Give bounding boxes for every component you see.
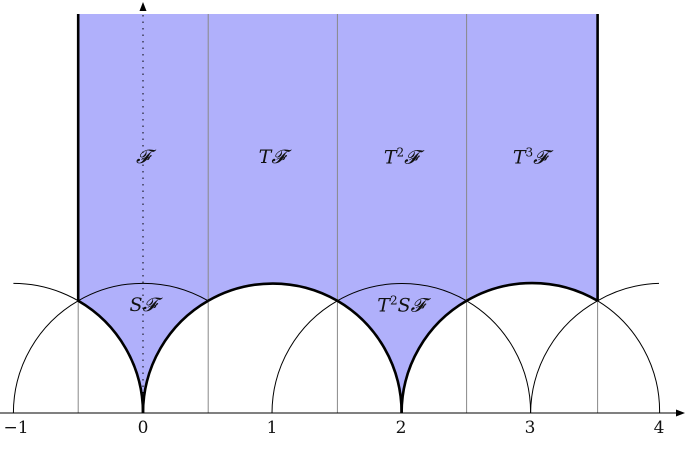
region-label-T3F: T3𝓕 xyxy=(513,145,547,168)
region-label-T2F: T2𝓕 xyxy=(384,145,418,168)
label-F: 𝓕 xyxy=(135,146,151,168)
label-exponent: 2 xyxy=(396,145,405,160)
region-label-F: 𝓕 xyxy=(136,146,150,168)
label-T: T xyxy=(258,146,272,168)
label-S: S xyxy=(129,294,143,316)
label-exponent: 3 xyxy=(525,145,534,160)
tick-label-3: 3 xyxy=(524,418,536,438)
region-label-SF: S𝓕 xyxy=(129,294,156,316)
imaginary-axis-arrow-icon xyxy=(139,2,147,11)
tick-label-neg1: −1 xyxy=(3,418,29,438)
label-F: 𝓕 xyxy=(533,146,548,169)
tick-label-0: 0 xyxy=(137,418,149,438)
label-T: T xyxy=(383,146,397,169)
tick-label-4: 4 xyxy=(653,418,665,438)
label-F: 𝓕 xyxy=(142,294,157,316)
label-F: 𝓕 xyxy=(410,294,425,317)
sf-upper-arc xyxy=(77,282,209,302)
tick-label-2: 2 xyxy=(395,418,407,438)
region-boundary xyxy=(76,14,599,414)
label-T: T xyxy=(512,146,526,169)
label-S: S xyxy=(397,294,411,317)
label-T: T xyxy=(377,294,390,317)
region-label-T2SF: T2S𝓕 xyxy=(377,293,424,316)
t2sf-upper-arc xyxy=(337,283,467,302)
tick-label-1: 1 xyxy=(266,418,278,438)
real-axis-arrow-icon xyxy=(676,409,685,417)
label-F: 𝓕 xyxy=(404,146,419,169)
region-label-TF: T𝓕 xyxy=(259,146,286,168)
label-F: 𝓕 xyxy=(271,146,286,168)
label-exponent: 2 xyxy=(389,293,398,308)
